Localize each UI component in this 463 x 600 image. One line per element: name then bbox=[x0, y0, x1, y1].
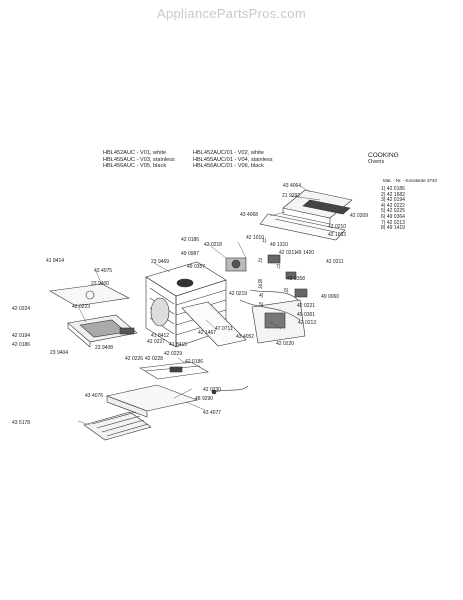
part-number-label: 47 0711 bbox=[215, 326, 233, 332]
part-number-label: 42 0221 bbox=[297, 303, 316, 309]
model-line: HBL452AUC - V01, white bbox=[103, 150, 167, 156]
part-number-label: 43 4068 bbox=[240, 212, 259, 218]
part-number-label: 49 0357 bbox=[187, 264, 206, 270]
part-number-label: 41 8414 bbox=[46, 258, 65, 264]
reference-item: 2) 42 1682 bbox=[381, 191, 405, 198]
control-board-part bbox=[251, 299, 306, 344]
callout-marker: 5) bbox=[259, 302, 264, 308]
part-number-label: 43 5178 bbox=[12, 420, 31, 426]
part-number-label: 42 1010 bbox=[246, 235, 265, 241]
reference-header: Mat. - Nr. - Konstante 3740 bbox=[383, 178, 438, 183]
model-line: HBL456AUC - V05, black bbox=[103, 163, 167, 170]
part-number-label: 42 0219 bbox=[229, 291, 248, 297]
part-number-label: 23 9408 bbox=[95, 345, 114, 351]
part-number-label: 23 9404 bbox=[50, 350, 69, 356]
part-number-label: 42 0213 bbox=[298, 320, 317, 326]
part-number-label: 49 0361 bbox=[297, 312, 316, 318]
reference-item: 8) 49 1419 bbox=[381, 225, 405, 232]
category-subtitle: Ovens bbox=[368, 159, 385, 165]
part-number-label: 42 1467 bbox=[198, 330, 217, 336]
callout-marker: 3) bbox=[258, 284, 263, 290]
insulation-panel-part bbox=[49, 283, 130, 307]
reference-item: 4) 42 0222 bbox=[381, 202, 405, 209]
model-list-right: HBL452AUC/01 - V02, white HBL455AUC/01 -… bbox=[193, 150, 273, 170]
part-number-label: 43 4064 bbox=[283, 183, 302, 189]
callout-marker: 2) bbox=[258, 258, 263, 264]
part-number-label: 42 0230 bbox=[203, 387, 222, 393]
part-number-label: 21 9292 bbox=[282, 193, 301, 199]
part-number-label: 49 1420 bbox=[296, 250, 315, 256]
reference-item: 7) 42 0213 bbox=[381, 219, 405, 226]
part-number-label: 42 0194 bbox=[12, 333, 31, 339]
callout-marker: 8) bbox=[258, 279, 263, 285]
part-number-label: 49 1310 bbox=[270, 242, 289, 248]
part-number-label: 49 0060 bbox=[321, 294, 340, 300]
top-trim-part bbox=[282, 189, 353, 225]
callout-marker: 1) bbox=[262, 238, 267, 244]
model-line: HBL455AUC - V03, stainless bbox=[103, 156, 175, 163]
part-number-label: 49 0358 bbox=[287, 276, 306, 282]
part-number-label: 42 0211 bbox=[279, 250, 297, 256]
fan-motor-part bbox=[225, 257, 247, 272]
part-number-label: 41 8412 bbox=[151, 333, 170, 339]
reference-item: 3) 42 0194 bbox=[381, 197, 405, 204]
model-line: HBL456AUC/01 - V06, black bbox=[193, 163, 264, 170]
part-number-label: 23 9400 bbox=[91, 281, 110, 287]
category-title: COOKING bbox=[368, 152, 399, 159]
part-number-label: 42 0186 bbox=[185, 359, 204, 365]
part-number-label: 43 4076 bbox=[85, 393, 104, 399]
oven-door-part bbox=[67, 314, 138, 348]
control-panel-part bbox=[259, 213, 346, 241]
model-line: HBL452AUC/01 - V02, white bbox=[193, 150, 264, 156]
part-number-label: 23 9469 bbox=[151, 259, 170, 265]
part-number-label: 42 0186 bbox=[181, 237, 200, 243]
part-number-label: 42 0226 bbox=[125, 356, 144, 362]
wire-harness-part bbox=[239, 289, 301, 321]
reference-item: 6) 49 0364 bbox=[381, 213, 405, 220]
sensor-part bbox=[211, 385, 249, 395]
bottom-trim-part bbox=[139, 361, 209, 380]
part-number-label: 42 0220 bbox=[276, 341, 295, 347]
part-number-label: 43 4077 bbox=[203, 410, 222, 416]
reference-list: 1) 42 0186 2) 42 1682 3) 42 0194 4) 42 0… bbox=[381, 186, 405, 232]
part-number-label: 42 0227 bbox=[147, 339, 166, 345]
part-number-label: 42 0211 bbox=[326, 259, 344, 265]
part-number-label: 42 0229 bbox=[164, 351, 183, 357]
reference-item: 5) 42 0225 bbox=[381, 208, 405, 215]
part-number-label: 42 0224 bbox=[12, 306, 31, 312]
switch-part bbox=[267, 254, 308, 298]
callout-marker: 7) bbox=[276, 264, 281, 270]
hinge-part bbox=[119, 327, 135, 335]
leader-lines bbox=[77, 185, 321, 426]
callout-marker: 4) bbox=[259, 293, 264, 299]
oven-rack-part bbox=[83, 411, 152, 441]
rear-panel-part bbox=[181, 301, 247, 347]
part-number-label: 42 0210 bbox=[328, 224, 347, 230]
part-number-label: 42 0186 bbox=[12, 342, 31, 348]
reference-item: 1) 42 0186 bbox=[381, 186, 405, 192]
part-number-label: 42 0223 bbox=[72, 304, 91, 310]
model-list-left: HBL452AUC - V01, white HBL455AUC - V03, … bbox=[103, 150, 175, 170]
drawer-liner-part bbox=[105, 384, 199, 418]
callout-marker: 6) bbox=[284, 288, 289, 294]
part-number-label: 43 4052 bbox=[236, 334, 255, 340]
part-number-label: 42 1653 bbox=[328, 232, 347, 238]
part-number-label: 42 0209 bbox=[350, 213, 369, 219]
part-number-label: 42 0228 bbox=[145, 356, 164, 362]
part-number-label: 49 0987 bbox=[181, 251, 200, 257]
watermark: AppliancePartsPros.com bbox=[157, 6, 306, 21]
model-line: HBL455AUC/01 - V04, stainless bbox=[193, 156, 273, 163]
part-number-label: 41 8415 bbox=[169, 342, 188, 348]
part-number-label: 43 4075 bbox=[94, 268, 113, 274]
part-number-label: 48 9290 bbox=[195, 396, 214, 402]
part-number-label: 42 0218 bbox=[204, 242, 223, 248]
